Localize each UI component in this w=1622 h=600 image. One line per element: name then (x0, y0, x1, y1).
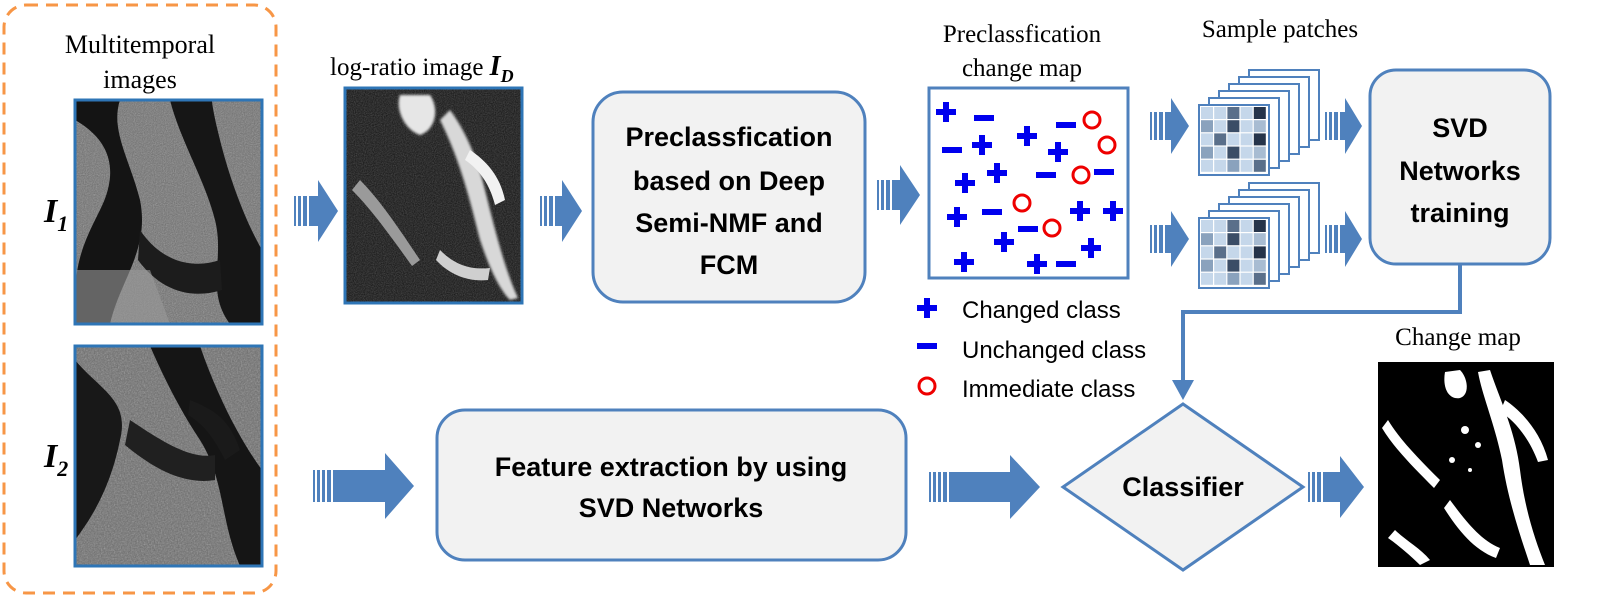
circle-icon (1097, 135, 1117, 155)
image1-label: I1 (43, 193, 68, 236)
plus-icon (936, 102, 956, 122)
arrow-images-to-logratio (294, 180, 338, 242)
preclass-map-title-line1: Preclassfication (943, 21, 1102, 48)
image-i2 (73, 344, 264, 568)
patch-stack-top (1198, 69, 1320, 176)
legend-minus-icon (917, 343, 937, 349)
svd-training-line1: SVD (1432, 113, 1488, 143)
patch-sheet (1198, 104, 1270, 176)
plus-icon (954, 252, 974, 272)
plus-icon (1017, 126, 1037, 146)
arrow-preclass-to-map (877, 165, 920, 225)
minus-icon (1056, 261, 1076, 267)
minus-icon (1094, 169, 1114, 175)
connector-training-to-classifier (1181, 264, 1462, 382)
minus-icon (1018, 226, 1038, 232)
preclass-box-line2: based on Deep (633, 166, 825, 196)
patch-stack-bottom (1198, 182, 1320, 289)
arrow-patches-bottom-to-training (1325, 211, 1362, 267)
arrow-map-to-patches-top (1150, 98, 1189, 154)
legend-changed-label: Changed class (962, 297, 1121, 324)
arrow-map-to-patches-bottom (1150, 211, 1189, 267)
feature-extraction-box (435, 408, 908, 562)
plus-icon (1081, 238, 1101, 258)
image2-label: I2 (43, 438, 68, 481)
plus-icon (1048, 142, 1068, 162)
arrow-images-to-feature (313, 453, 414, 519)
circle-icon (1042, 218, 1062, 238)
legend-immediate-label: Immediate class (962, 376, 1135, 403)
plus-icon (972, 135, 992, 155)
legend-unchanged-label: Unchanged class (962, 337, 1146, 364)
image-i1 (73, 98, 264, 326)
arrow-logratio-to-preclass (540, 180, 582, 242)
preclass-map-title-line2: change map (962, 55, 1082, 82)
minus-icon (1056, 122, 1076, 128)
circle-icon (1012, 193, 1032, 213)
minus-icon (974, 115, 994, 121)
feature-box-line2: SVD Networks (579, 493, 764, 523)
arrow-feature-to-classifier (929, 455, 1040, 519)
change-map-image (1378, 362, 1554, 567)
plus-icon (994, 232, 1014, 252)
plus-icon (987, 163, 1007, 183)
preclass-box (591, 90, 867, 304)
legend-circle-icon (917, 376, 937, 396)
patch-sheet (1198, 217, 1270, 289)
sample-patches-label: Sample patches (1202, 16, 1358, 43)
plus-icon (1070, 201, 1090, 221)
minus-icon (982, 209, 1002, 215)
multitemporal-title-line2: images (103, 65, 177, 94)
circle-icon (1082, 110, 1102, 130)
plus-icon (1027, 254, 1047, 274)
classifier-label: Classifier (1122, 472, 1244, 502)
preclass-box-line1: Preclassfication (625, 122, 832, 152)
multitemporal-title-line1: Multitemporal (65, 30, 215, 59)
plus-icon (955, 173, 975, 193)
minus-icon (1036, 172, 1056, 178)
minus-icon (942, 147, 962, 153)
map-symbols (936, 102, 1123, 274)
plus-icon (947, 207, 967, 227)
classifier-diamond (1060, 402, 1306, 572)
preclass-box-line4: FCM (700, 250, 758, 280)
feature-box-line1: Feature extraction by using (495, 452, 848, 482)
svd-training-line3: training (1411, 198, 1510, 228)
svd-training-line2: Networks (1399, 156, 1521, 186)
arrow-patches-top-to-training (1325, 98, 1362, 154)
connector-arrowhead (1172, 380, 1194, 400)
plus-icon (1103, 201, 1123, 221)
logratio-label: log-ratio image ID (330, 51, 514, 86)
circle-icon (1071, 165, 1091, 185)
legend-plus-icon (917, 298, 937, 318)
arrow-classifier-to-changemap (1308, 456, 1364, 518)
legend: Changed class Unchanged class Immediate … (917, 297, 1146, 403)
preclass-box-line3: Semi-NMF and (635, 208, 823, 238)
change-map-label: Change map (1395, 324, 1521, 351)
logratio-image (343, 86, 524, 305)
